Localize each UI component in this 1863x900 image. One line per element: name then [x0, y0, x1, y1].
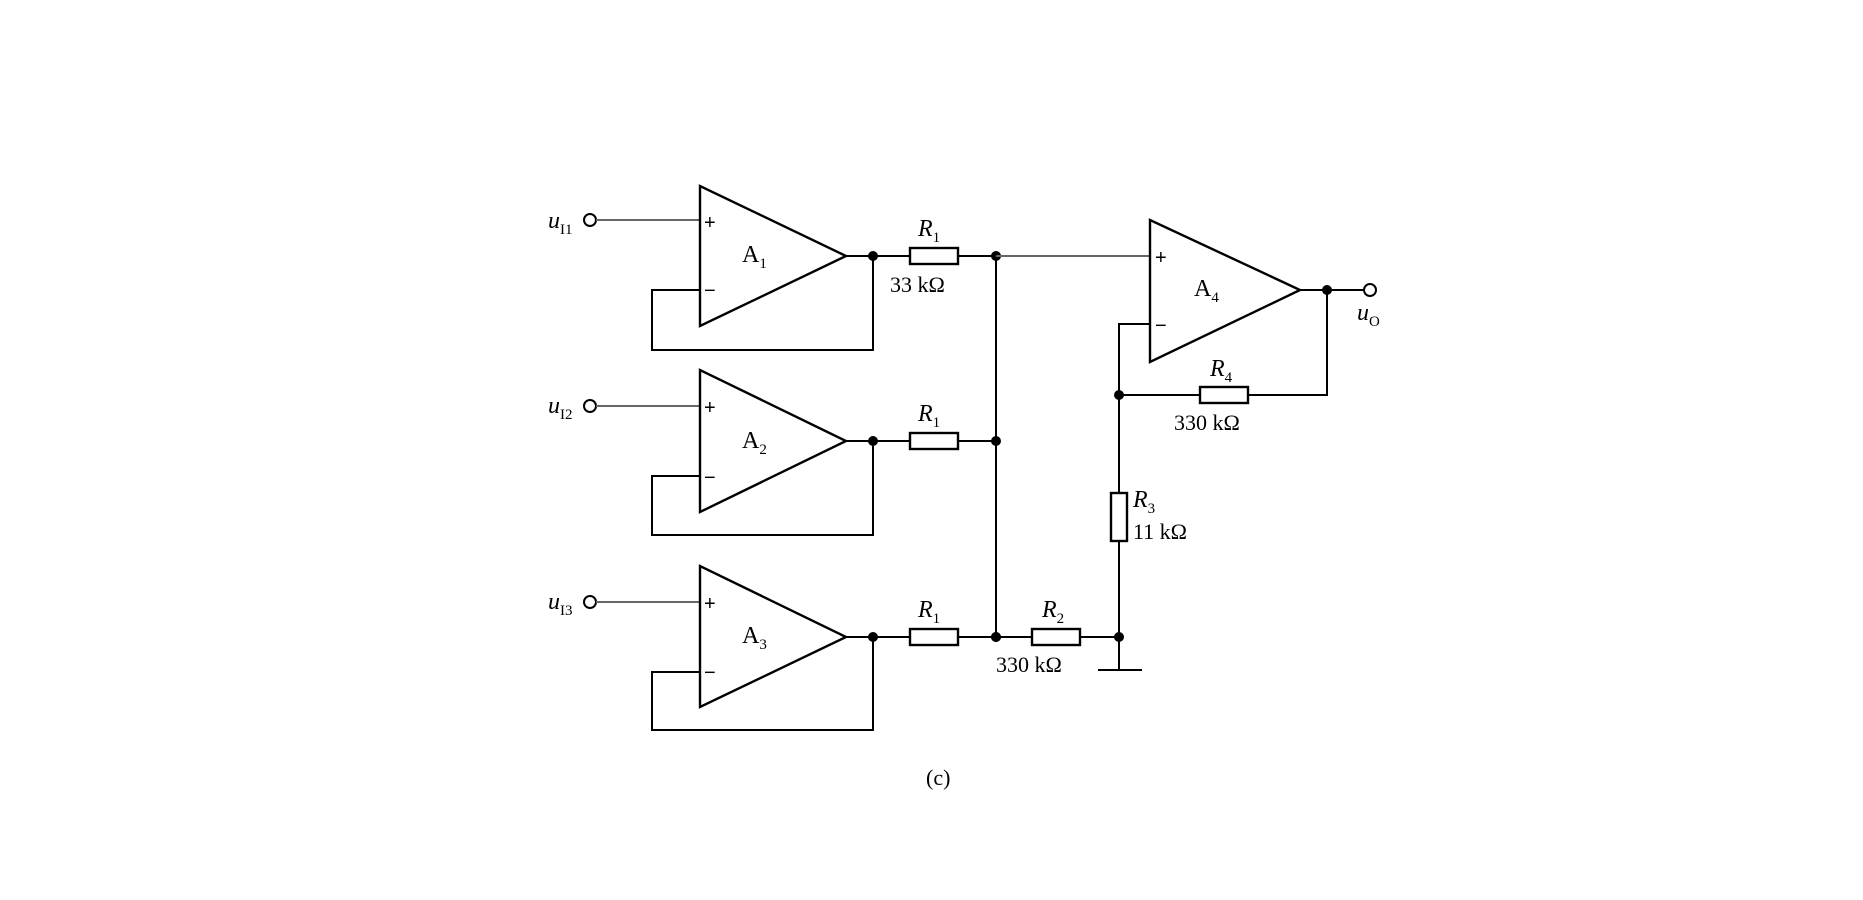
opamp-a4-minus: − [1155, 315, 1167, 337]
r1-mid-label: R1 [917, 401, 940, 431]
input-terminal-1[interactable] [583, 213, 597, 227]
opamp-a1-label: A1 [742, 242, 767, 272]
opamp-a1 [698, 184, 849, 328]
junction-dot [868, 251, 878, 261]
opamp-a2-plus: + [704, 397, 716, 419]
opamp-a3-plus: + [704, 593, 716, 615]
opamp-a1-minus: − [704, 280, 716, 302]
opamp-a4 [1148, 218, 1303, 364]
r4-label: R4 [1209, 356, 1233, 386]
resistor-r4 [1198, 385, 1250, 405]
junction-dot [868, 436, 878, 446]
opamp-a2-minus: − [704, 467, 716, 489]
r4-value: 330 kΩ [1174, 410, 1240, 435]
buffer-stage-1 [583, 184, 1001, 351]
resistor-r1-top [908, 246, 960, 266]
difference-stage [996, 218, 1377, 405]
opamp-a4-label: A4 [1194, 276, 1219, 306]
summing-network [991, 256, 1142, 671]
opamp-a2-label: A2 [742, 428, 767, 458]
opamp-a3-minus: − [704, 662, 716, 684]
resistor-r1-mid [908, 431, 960, 451]
output-label: uO [1357, 300, 1380, 330]
figure-caption: (c) [926, 765, 950, 790]
buffer-stage-2 [583, 368, 1001, 536]
resistor-r2 [1030, 627, 1082, 647]
r1-bot-label: R1 [917, 597, 940, 627]
input-label-1: uI1 [548, 208, 573, 238]
opamp-a1-plus: + [704, 212, 716, 234]
output-terminal[interactable] [1363, 283, 1377, 297]
opamp-a3-label: A3 [742, 623, 767, 653]
input-terminal-3[interactable] [583, 595, 597, 609]
resistor-r3 [1109, 491, 1129, 543]
junction-dot [868, 632, 878, 642]
input-label-2: uI2 [548, 393, 573, 423]
inverting-input-wire [1118, 323, 1150, 395]
opamp-a3 [698, 564, 849, 709]
r2-label: R2 [1041, 597, 1064, 627]
input-label-3: uI3 [548, 589, 573, 619]
r1-top-value: 33 kΩ [890, 272, 945, 297]
feedback-wire-a1 [651, 256, 874, 351]
opamp-a4-plus: + [1155, 247, 1167, 269]
feedback-wire-a4 [1248, 290, 1328, 396]
r2-value: 330 kΩ [996, 652, 1062, 677]
input-terminal-2[interactable] [583, 399, 597, 413]
r3-value: 11 kΩ [1133, 519, 1187, 544]
r3-label: R3 [1132, 487, 1155, 517]
opamp-a2 [698, 368, 849, 514]
resistor-r1-bot [908, 627, 960, 647]
feedback-wire-a2 [651, 441, 874, 536]
r1-top-label: R1 [917, 216, 940, 246]
junction-dot [1322, 285, 1332, 295]
feedback-wire-a3 [651, 637, 874, 731]
buffer-stage-3 [583, 564, 1001, 731]
